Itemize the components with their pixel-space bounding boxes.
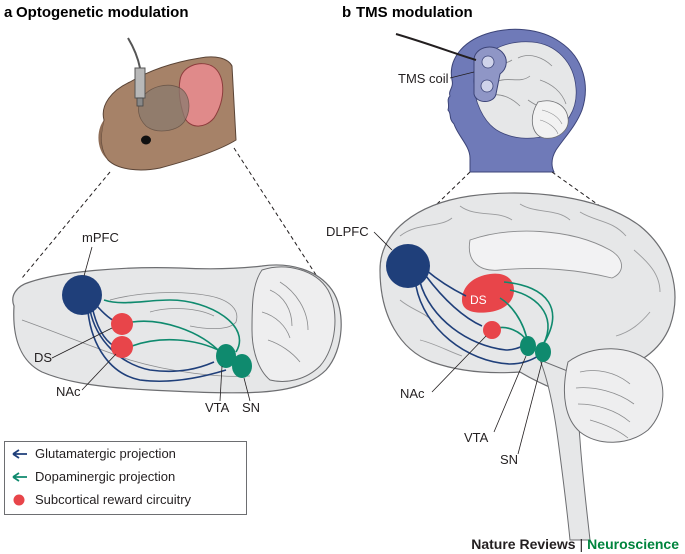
tms-coil-label: TMS coil — [398, 71, 449, 86]
mpfc-label: mPFC — [82, 230, 119, 245]
tms-coil-cable — [395, 33, 477, 61]
dlpfc-node — [386, 244, 430, 288]
sn-node-b — [535, 342, 551, 362]
human-head-illustration — [395, 28, 586, 173]
nac-node — [111, 336, 133, 358]
tms-coil-icon — [473, 46, 507, 102]
legend-label-reward: Subcortical reward circuitry — [35, 492, 192, 507]
journal-name: Nature Reviews — [471, 536, 576, 552]
legend-item-dopaminergic: Dopaminergic projection — [11, 469, 175, 484]
legend-label-dopaminergic: Dopaminergic projection — [35, 469, 176, 484]
sn-label-b: SN — [500, 452, 518, 467]
nac-label-b: NAc — [400, 386, 425, 401]
optic-fiber-cable — [127, 37, 141, 69]
legend: Glutamatergic projection Dopaminergic pr… — [4, 441, 247, 515]
dlpfc-label: DLPFC — [326, 224, 369, 239]
legend-label-glutamatergic: Glutamatergic projection — [35, 446, 176, 461]
dopaminergic-arrow-icon — [12, 471, 27, 482]
ds-node — [111, 313, 133, 335]
sn-label: SN — [242, 400, 260, 415]
glutamatergic-arrow-icon — [12, 448, 27, 459]
journal-separator: | — [579, 536, 584, 552]
rat-dopaminergic-projections — [103, 299, 241, 355]
vta-node-b — [520, 336, 536, 356]
zoom-line-left — [21, 171, 111, 279]
journal-credit: Nature Reviews|Neuroscience — [471, 536, 679, 552]
panel-b-letter: b — [342, 4, 351, 21]
reward-circle-icon — [13, 494, 25, 505]
nac-node-b — [483, 321, 501, 339]
rat-sagittal-brain — [12, 264, 342, 394]
rat-head-illustration — [98, 37, 237, 171]
mpfc-node — [62, 275, 102, 315]
vta-node — [216, 344, 236, 368]
legend-item-glutamatergic: Glutamatergic projection — [11, 446, 176, 461]
vta-label: VTA — [205, 400, 230, 415]
ds-label-b: DS — [470, 293, 487, 307]
nac-label: NAc — [56, 384, 81, 399]
human-sagittal-brain — [379, 192, 676, 541]
ds-label: DS — [34, 350, 52, 365]
panel-a-letter: a — [4, 4, 13, 21]
legend-item-reward: Subcortical reward circuitry — [11, 492, 191, 507]
optic-fiber-implant-icon — [134, 67, 146, 99]
journal-section: Neuroscience — [587, 536, 679, 552]
zoom-line-right — [233, 147, 319, 279]
vta-label-b: VTA — [464, 430, 489, 445]
panel-b-title: TMS modulation — [356, 4, 473, 21]
sn-node — [232, 354, 252, 378]
ds-striatum-node — [462, 273, 514, 313]
panel-a-title: Optogenetic modulation — [16, 4, 189, 21]
